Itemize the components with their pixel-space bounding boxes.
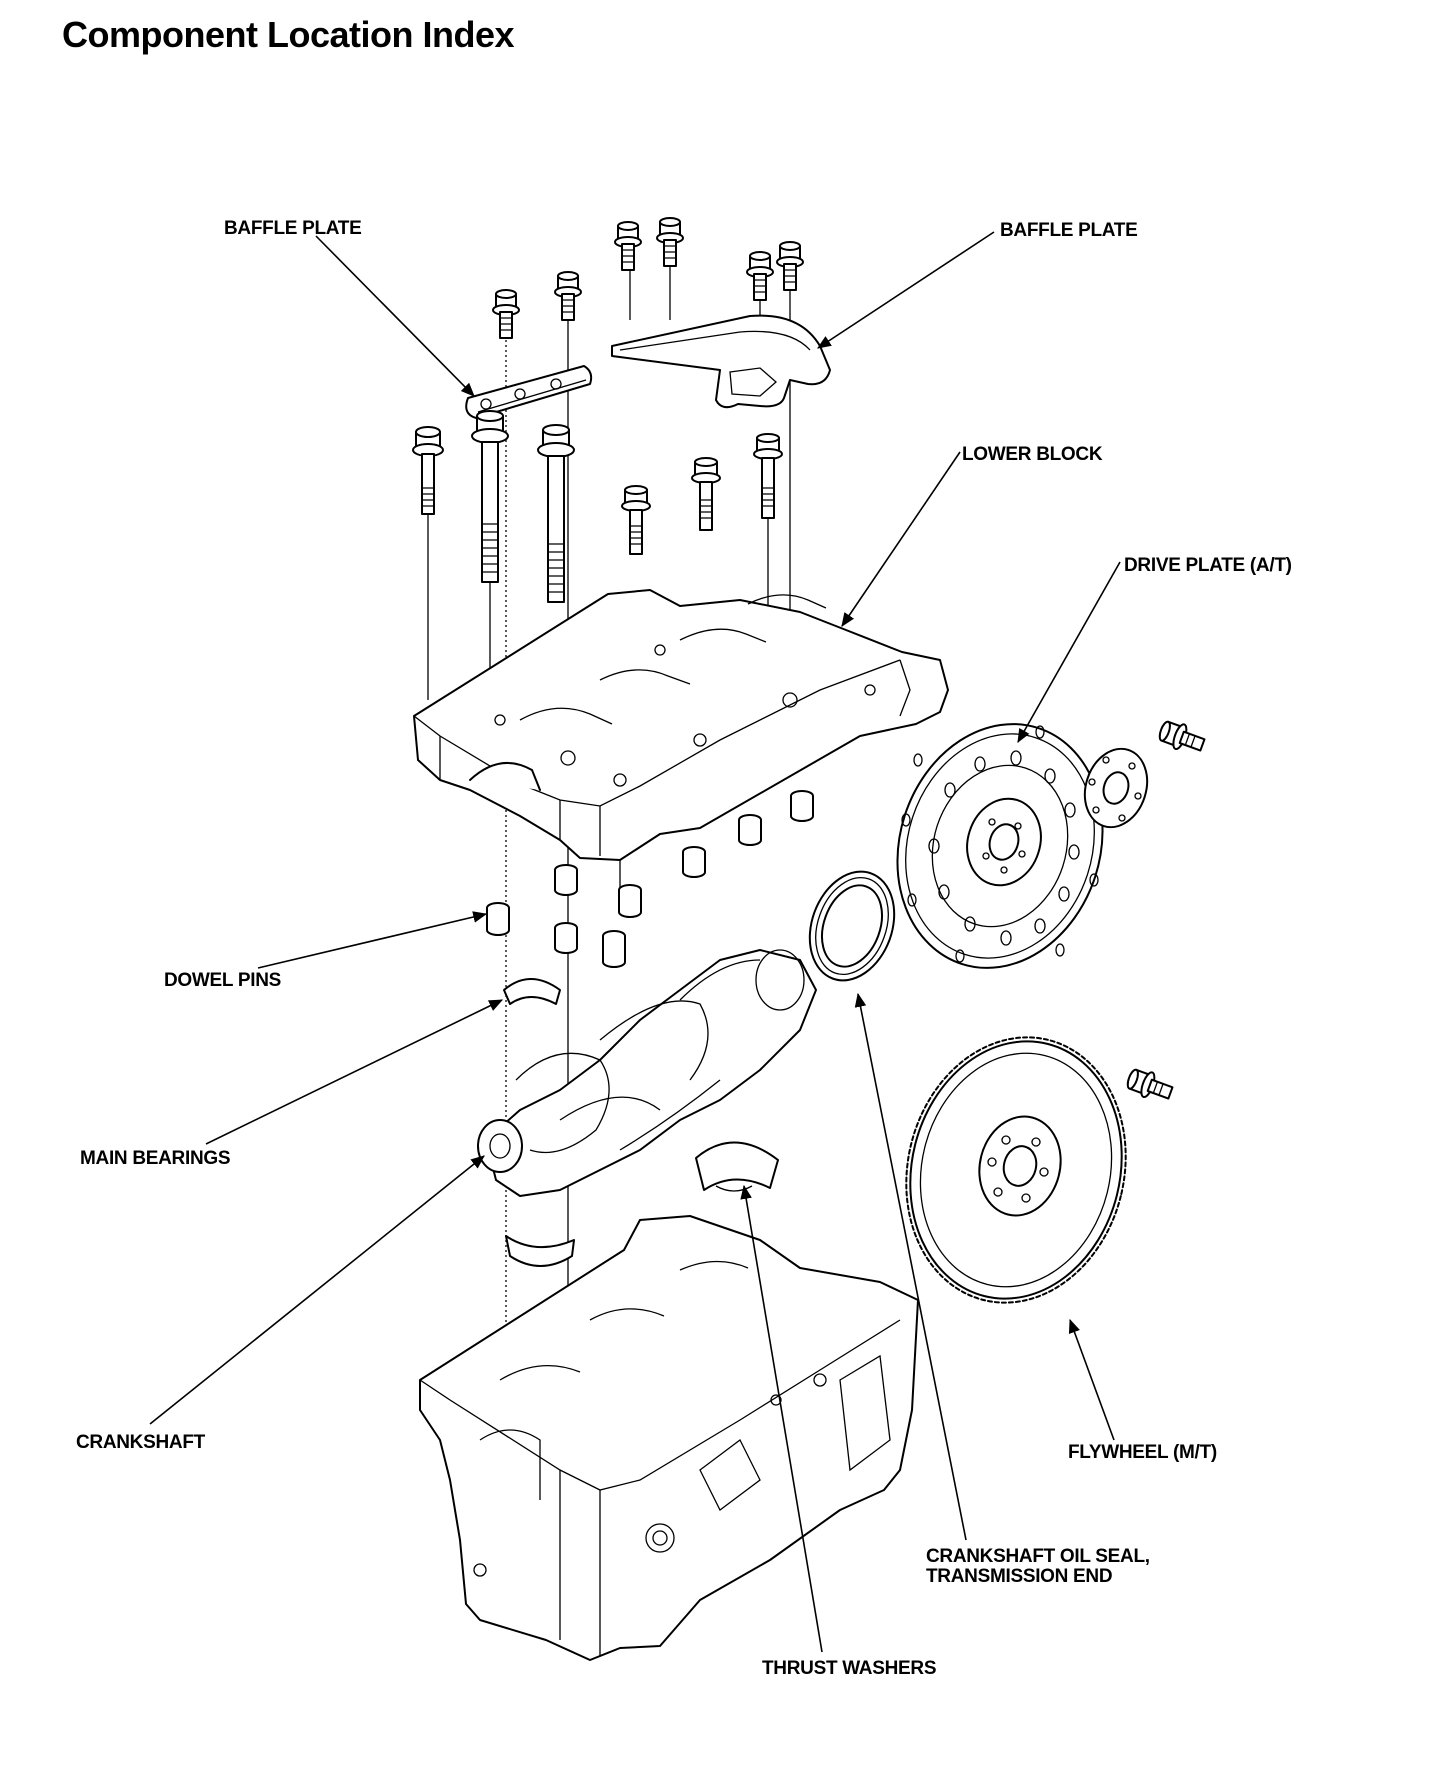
crankshaft-oil-seal <box>808 870 896 982</box>
lower-block <box>413 589 949 861</box>
bolt-icon <box>746 251 774 301</box>
flywheel-bolt-icon <box>1126 1068 1174 1100</box>
flywheel <box>905 1036 1127 1304</box>
drive-plate-bolt-icon <box>1158 720 1206 752</box>
label-lower-block: LOWER BLOCK <box>962 444 1103 465</box>
label-drive-plate: DRIVE PLATE (A/T) <box>1124 555 1292 576</box>
label-thrust-washers: THRUST WASHERS <box>762 1658 937 1679</box>
label-baffle-plate-right: BAFFLE PLATE <box>1000 220 1138 241</box>
bolt-icon <box>656 217 684 267</box>
main-bearing-upper <box>503 978 561 1005</box>
label-oil-seal-line1: CRANKSHAFT OIL SEAL, <box>926 1546 1150 1567</box>
crankshaft <box>477 949 817 1197</box>
bolt-icon <box>776 241 804 291</box>
leader-lines <box>149 231 1121 1653</box>
bolt-icon <box>492 289 520 339</box>
drive-plate-washer <box>1083 747 1149 829</box>
baffle-plate-right <box>611 314 831 409</box>
bolt-icon <box>614 221 642 271</box>
main-bearing-lower <box>505 1235 575 1267</box>
page-title: Component Location Index <box>62 14 515 55</box>
bolt-icon <box>554 271 582 321</box>
label-crankshaft: CRANKSHAFT <box>76 1432 205 1453</box>
baffle-plate-left <box>465 365 593 419</box>
drive-plate <box>896 723 1104 969</box>
label-baffle-plate-left: BAFFLE PLATE <box>224 218 362 239</box>
label-flywheel: FLYWHEEL (M/T) <box>1068 1442 1217 1463</box>
engine-block <box>419 1215 919 1661</box>
lower-block-bolts <box>412 410 783 603</box>
thrust-washer <box>695 1141 779 1192</box>
dowel-pins <box>486 790 814 968</box>
label-dowel-pins: DOWEL PINS <box>164 970 281 991</box>
label-oil-seal-line2: TRANSMISSION END <box>926 1566 1113 1587</box>
label-main-bearings: MAIN BEARINGS <box>80 1148 231 1169</box>
